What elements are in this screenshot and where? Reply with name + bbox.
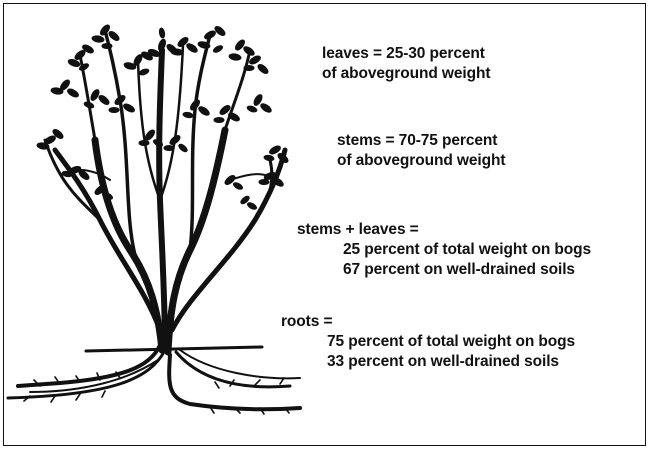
leaves-line-1: leaves = 25-30 percent	[322, 44, 490, 64]
stems-line-2: of aboveground weight	[337, 151, 505, 171]
stems	[45, 30, 285, 352]
roots-line-3: 33 percent on well-drained soils	[281, 352, 575, 372]
leaves-annotation: leaves = 25-30 percent of aboveground we…	[322, 44, 490, 84]
stems-leaves-annotation: stems + leaves = 25 percent of total wei…	[297, 220, 591, 280]
stems-leaves-line-3: 67 percent on well-drained soils	[297, 260, 591, 280]
stems-annotation: stems = 70-75 percent of aboveground wei…	[337, 131, 505, 171]
stems-line-1: stems = 70-75 percent	[337, 131, 505, 151]
roots-line-1: roots =	[281, 312, 575, 332]
roots	[8, 345, 300, 414]
stems-leaves-line-1: stems + leaves =	[297, 220, 591, 240]
roots-annotation: roots = 75 percent of total weight on bo…	[281, 312, 575, 372]
ground-line	[86, 347, 262, 351]
stems-leaves-line-2: 25 percent of total weight on bogs	[297, 240, 591, 260]
roots-line-2: 75 percent of total weight on bogs	[281, 332, 575, 352]
leaves-line-2: of aboveground weight	[322, 64, 490, 84]
